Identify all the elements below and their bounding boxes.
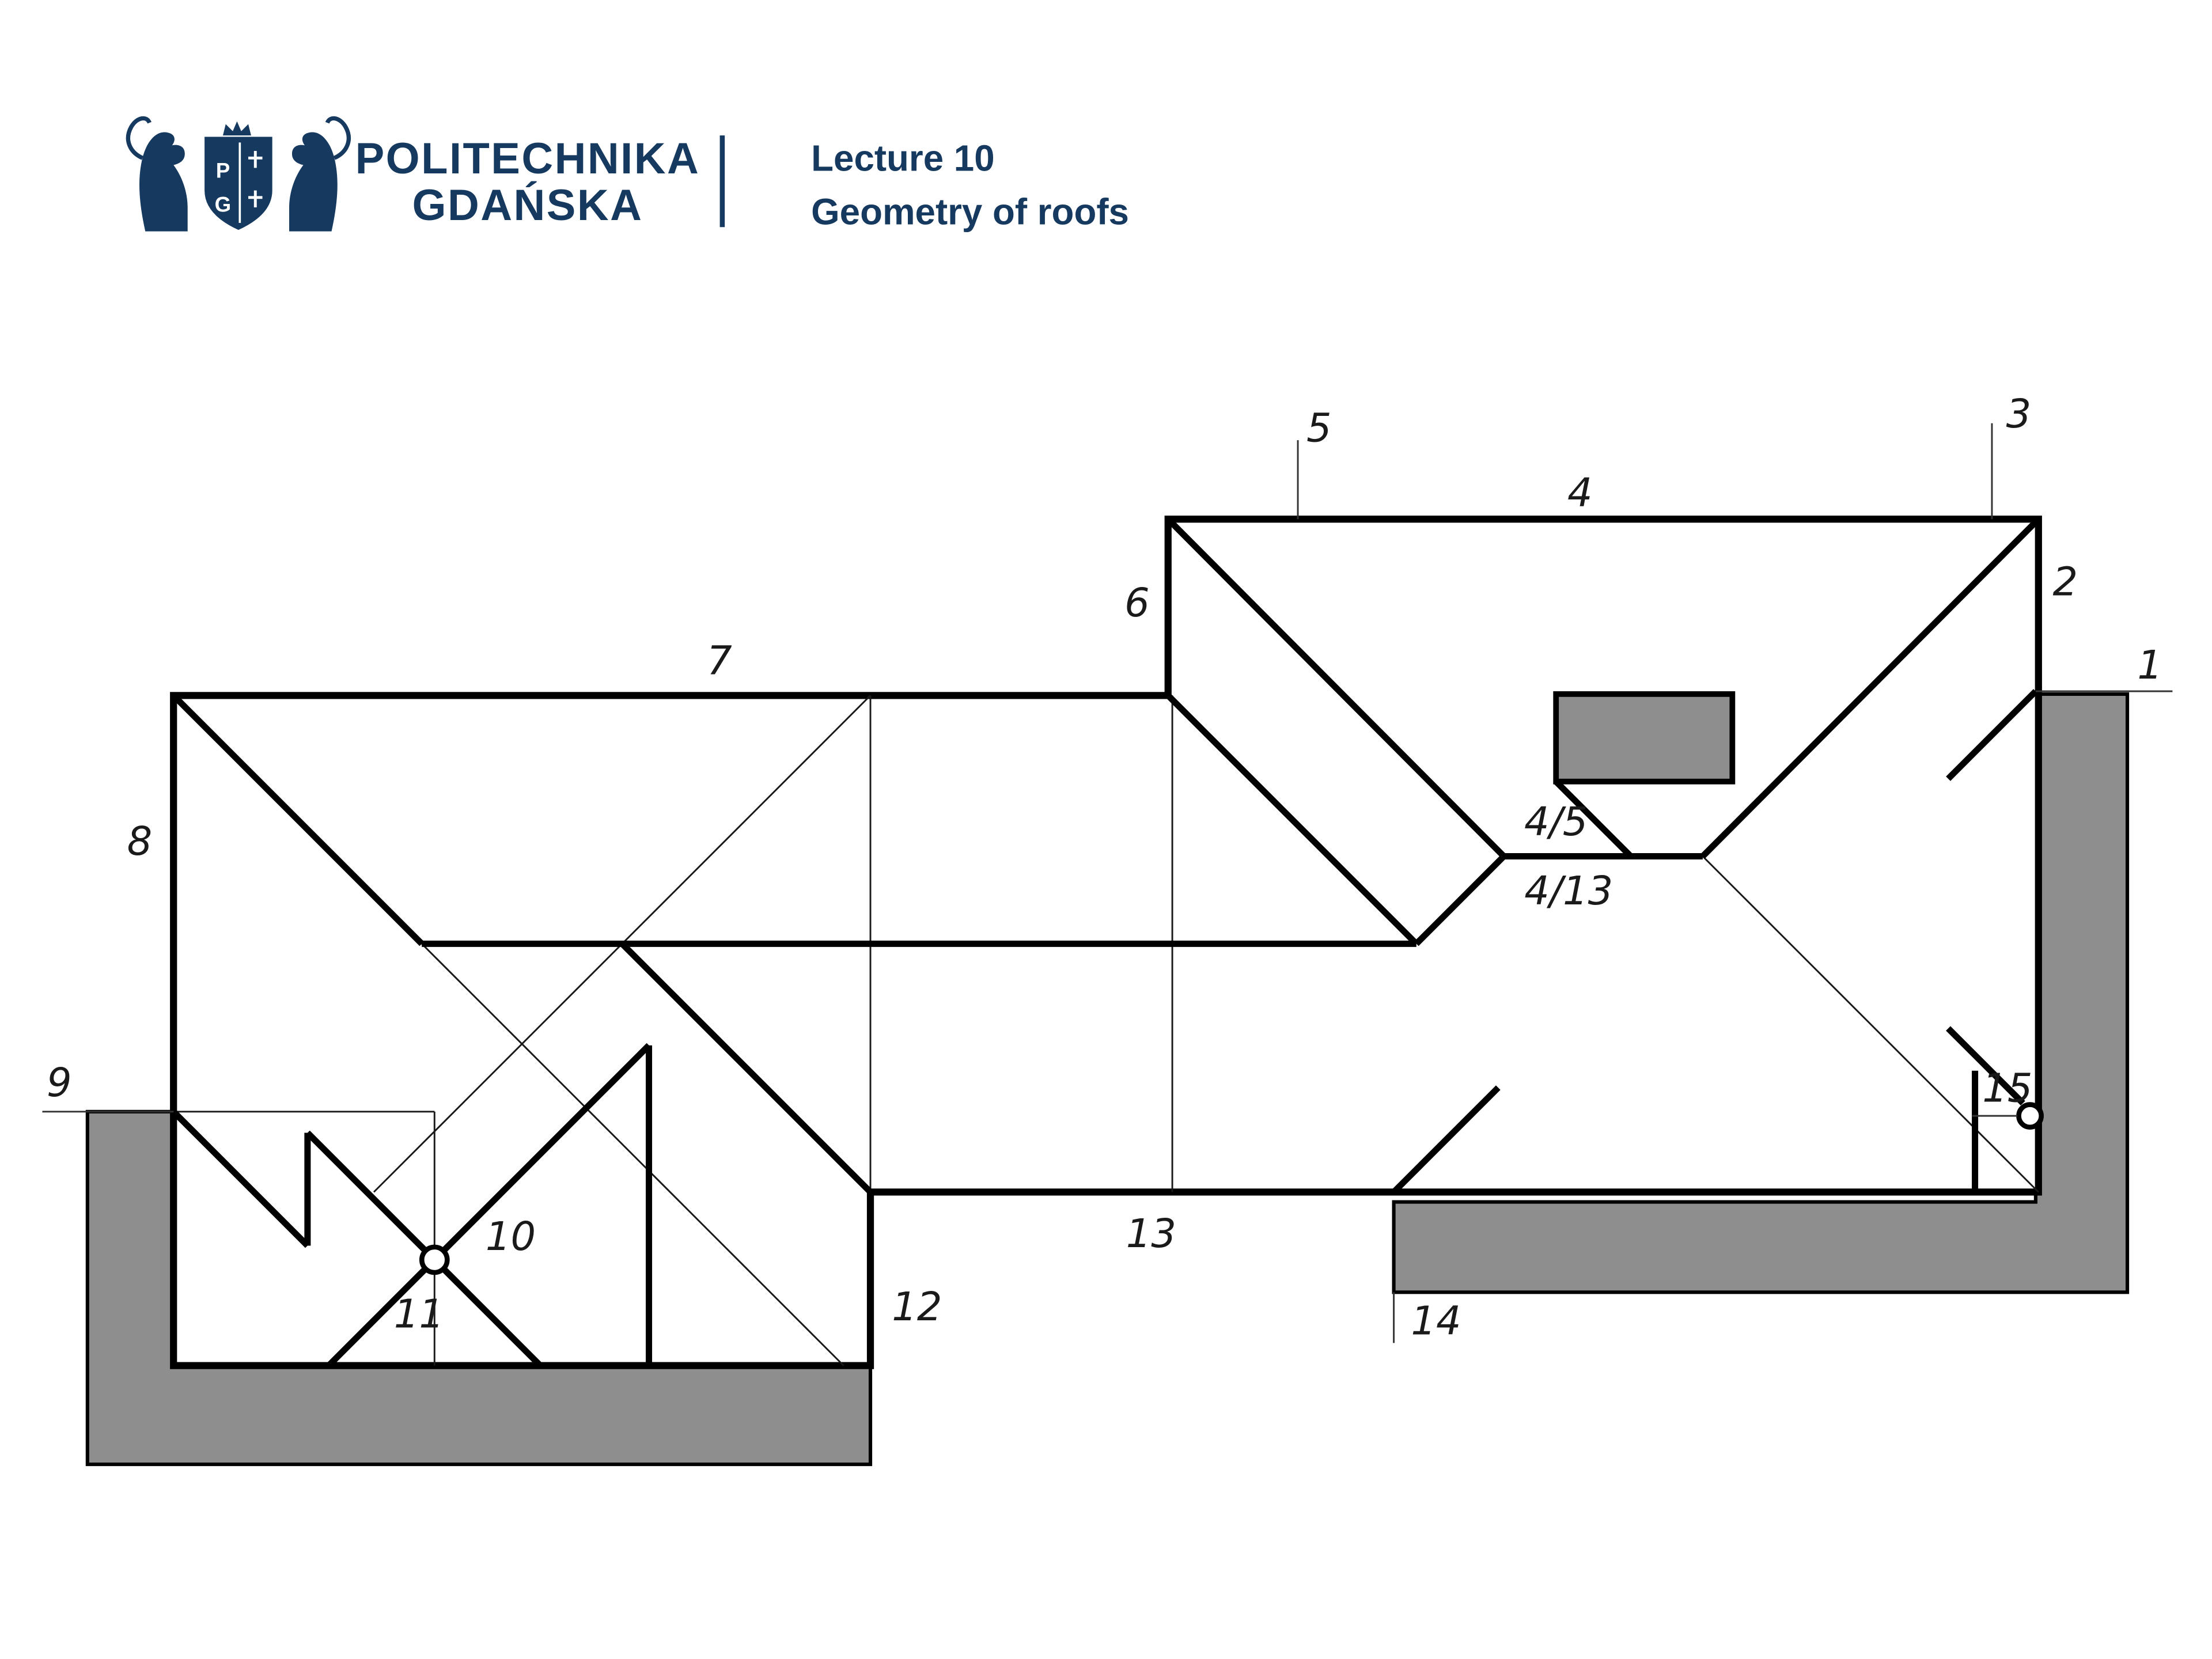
- edge-label-1: 1: [2137, 642, 2162, 688]
- lion-left-icon: [139, 132, 188, 232]
- edge-label-8: 8: [127, 819, 153, 865]
- hip-line: [1165, 517, 1506, 859]
- drain-point-10: [419, 1244, 450, 1275]
- shield-letter-p: P: [216, 159, 230, 183]
- university-logo: P G: [126, 116, 351, 232]
- lion-right-icon: [289, 132, 338, 232]
- valley-line: [1946, 1026, 2025, 1105]
- edge-label-4: 4: [1567, 470, 1593, 516]
- valley-line-4-5: [1554, 779, 1633, 859]
- valley-line: [620, 941, 873, 1195]
- edge-label-14: 14: [1411, 1298, 1461, 1344]
- edge-label-13: 13: [1126, 1211, 1176, 1257]
- roof-drains: [419, 1102, 2044, 1275]
- drain-point-15: [2016, 1102, 2044, 1130]
- roof-plan-diagram: 1 2 3 4 5 6 7 8 9 10 11 12 13 14 15 4/5 …: [42, 391, 2173, 1467]
- line-label-4-13: 4/13: [1524, 868, 1613, 914]
- valley-line: [1165, 693, 1419, 946]
- edge-label-2: 2: [2052, 559, 2078, 605]
- edge-label-3: 3: [2006, 391, 2032, 437]
- label-pointers: [42, 423, 2173, 1343]
- edge-labels: 1 2 3 4 5 6 7 8 9 10 11 12 13 14 15 4/5 …: [47, 391, 2162, 1344]
- edge-label-15: 15: [1982, 1066, 2032, 1112]
- edge-label-9: 9: [47, 1060, 72, 1106]
- valley-line: [305, 1130, 437, 1262]
- roof-edges: [171, 517, 2041, 1368]
- construction-line: [421, 943, 844, 1366]
- edge-label-12: 12: [892, 1284, 942, 1330]
- lecture-title: Lecture 10: [811, 138, 994, 179]
- lion-right-tail-icon: [325, 116, 351, 160]
- edge-label-5: 5: [1306, 406, 1332, 452]
- valley-line: [326, 1257, 437, 1368]
- university-name-line2: GDAŃSKA: [412, 181, 643, 230]
- valley-line: [432, 1257, 543, 1368]
- crown-icon: [222, 121, 251, 136]
- ridge-line: [1414, 854, 1506, 946]
- university-name-line1: POLITECHNIKA: [355, 134, 700, 183]
- cross-icon: [248, 190, 263, 207]
- hip-line: [171, 1109, 310, 1248]
- shield-letter-g: G: [215, 192, 232, 216]
- edge-label-10: 10: [486, 1214, 536, 1260]
- counter-slope-line: [1391, 1085, 1501, 1195]
- construction-line: [1702, 855, 2039, 1193]
- edge-label-7: 7: [707, 638, 732, 684]
- hip-line: [1700, 517, 2041, 859]
- line-label-4-5: 4/5: [1524, 799, 1588, 845]
- chimney: [1553, 691, 1736, 785]
- hip-line: [1946, 689, 2038, 781]
- edge-label-6: 6: [1124, 580, 1150, 626]
- cross-icon: [248, 151, 263, 168]
- lecture-subtitle: Geometry of roofs: [811, 191, 1129, 232]
- edge-label-11: 11: [394, 1291, 444, 1337]
- header: P G POLITECHNIKA GDAŃSKA Lecture 10 Geom…: [126, 116, 1129, 232]
- hip-line: [171, 693, 425, 946]
- valley-line: [432, 1043, 652, 1262]
- lion-left-tail-icon: [126, 116, 152, 160]
